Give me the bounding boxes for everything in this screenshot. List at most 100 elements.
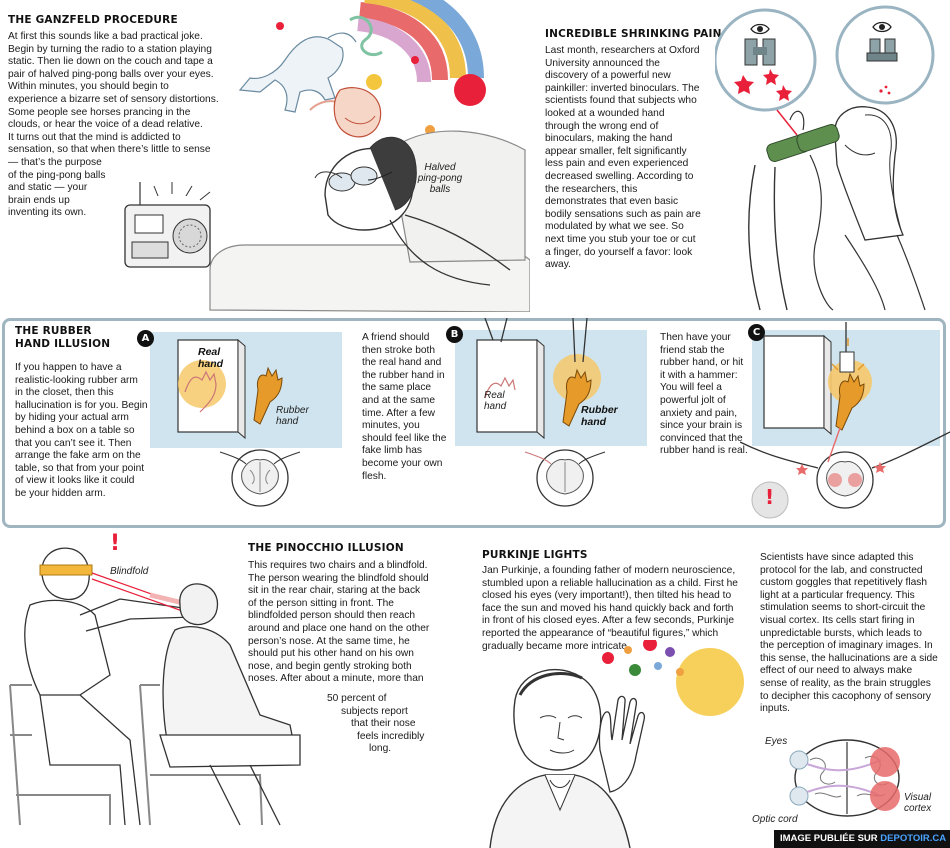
label-line: Rubber [276,405,309,416]
label-halved-balls: Halved ping-pong balls [410,162,470,195]
title-line: THE RUBBER [15,325,92,337]
text-line: less pain and even experienced [545,158,689,170]
text-line: If you happen to have a [15,362,122,373]
label-line: hand [484,401,507,412]
text-line: person’s nose. At the same time, he [248,635,410,647]
label-line: balls [429,184,451,195]
label-line: hand [581,416,607,428]
text-line: flesh. [362,470,387,482]
text-line: 50 percent of [327,693,387,704]
text-line: clouds, or hear the voice of a dead rela… [8,119,203,131]
footer-prefix: IMAGE PUBLIÉE SUR [780,833,881,844]
text-line: convinced that the [660,432,743,444]
text-line: face the sun and moved his hand quickly … [482,602,734,614]
title-line: HAND ILLUSION [15,338,111,350]
rubber-hand-intro: If you happen to have a realistic-lookin… [15,362,153,501]
brain-diagram [789,739,900,817]
text-line: Some people see horses prancing in the [8,106,191,118]
text-line: around and place one hand on the other [248,622,430,634]
purkinje-illustration [489,640,744,848]
pinocchio-illustration [9,547,301,826]
text-line: looked at a wounded hand [545,107,665,119]
text-line: effect of our need to always make [760,665,913,677]
text-line: static. Then lie down on the couch and t… [8,56,213,68]
text-line: away. [545,259,571,271]
text-line: painkiller: inverted binoculars. The [545,82,700,94]
text-line: it with a hammer: [660,369,738,381]
purkinje-title: PURKINJE LIGHTS [482,549,588,561]
text-line: of the ping-pong balls [8,169,106,181]
text-line: become your own [362,457,443,469]
text-line: University announced the [545,57,660,69]
text-line: gradually became more intricate. [482,640,630,652]
badge-a: A [137,330,154,347]
text-line: the real hand and [362,357,442,369]
text-line: demonstrates that even basic [545,196,679,208]
label-line: Rubber [581,404,618,416]
text-line: of view it looks like it could [15,475,135,487]
text-line: stimulation seems to short-circuit the [760,602,926,614]
text-line: that their nose [351,718,416,730]
text-line: inputs. [760,703,791,715]
text-line: through the wrong end of [545,120,659,132]
text-line: friend stab the [660,344,725,356]
text-line: the same place [362,382,432,394]
text-line: table, so that from your point [15,462,145,474]
text-line: sensation, so that when there’s little t… [8,144,211,156]
text-line: It turns out that the mind is addicted t… [8,131,181,143]
panel-c-illustration [740,322,950,519]
label-line: Real [198,346,221,358]
pinocchio-body: This requires two chairs and a blindfold… [248,560,463,686]
text-line: protocol for the lab, and constructed [760,564,923,576]
label-line: Real [484,390,505,401]
text-line: pair of halved ping-pong balls over your… [8,68,214,80]
ganzfeld-title: THE GANZFELD PROCEDURE [8,14,178,26]
text-line: realistic-looking rubber arm [15,374,138,386]
badge-b: B [446,326,463,343]
footer-credit: IMAGE PUBLIÉE SUR DEPOTOIR.CA [774,830,950,848]
text-line: since your brain is [660,420,743,432]
text-line: in the closet, then this [15,387,114,399]
text-line: hallucination is for you. Begin [15,399,148,411]
shrinking-body: Last month, researchers at Oxford Univer… [545,45,720,272]
text-line: blindfolded person should then reach [248,610,416,622]
label-visual-cortex: Visual cortex [904,792,931,814]
text-line: powerful jolt of [660,394,726,406]
text-line: stumbled upon a reliable hallucination a… [482,577,738,589]
text-line: the rubber hand in [362,369,445,381]
text-line: reported the appearance of “beautiful fi… [482,627,719,639]
label-line: hand [198,358,224,370]
text-line: bodily sensations such as pain are [545,208,701,220]
text-line: that you can’t see it. Then [15,437,132,449]
text-line: anxiety and pain, [660,407,738,419]
text-line: decreased swelling. According to [545,170,694,182]
text-line: Then have your [660,332,731,343]
pinocchio-title: THE PINOCCHIO ILLUSION [248,542,404,554]
text-line: scientists found that subjects who [545,95,697,107]
label-line: cortex [904,803,932,814]
text-line: brain ends up [8,194,70,206]
text-line: appear smaller, felt significantly [545,145,687,157]
text-line: be your hidden arm. [15,487,106,499]
text-line: by hiding your actual arm [15,412,129,424]
text-line: inventing its own. [8,207,87,219]
text-line: long. [369,743,392,755]
exclaim-mark-c: ! [765,485,775,509]
text-line: experience a bizarre set of sensory dist… [8,93,219,105]
text-line: of the person sitting in front. The [248,597,394,609]
text-line: subjects report [341,705,408,717]
shrinking-illustration [715,5,935,311]
text-line: rubber hand is real. [660,445,748,457]
shrinking-title: INCREDIBLE SHRINKING PAIN [545,28,722,40]
text-line: — that’s the purpose [8,156,102,168]
text-line: A friend should [362,332,430,343]
step-c-text: Then have your friend stab the rubber ha… [660,332,760,458]
text-line: modulated by what we see. So [545,221,684,233]
footer-site-link[interactable]: DEPOTOIR.CA [880,833,947,844]
text-line: and at the same [362,394,436,406]
text-line: binoculars, making the hand [545,133,673,145]
text-line: noses. After about a minute, more than [248,673,424,685]
text-line: next time you stub your toe or cut [545,233,696,245]
text-line: unpredictable bursts, which leads to [760,627,922,639]
text-line: a finger, do yourself a favor: look [545,246,693,258]
